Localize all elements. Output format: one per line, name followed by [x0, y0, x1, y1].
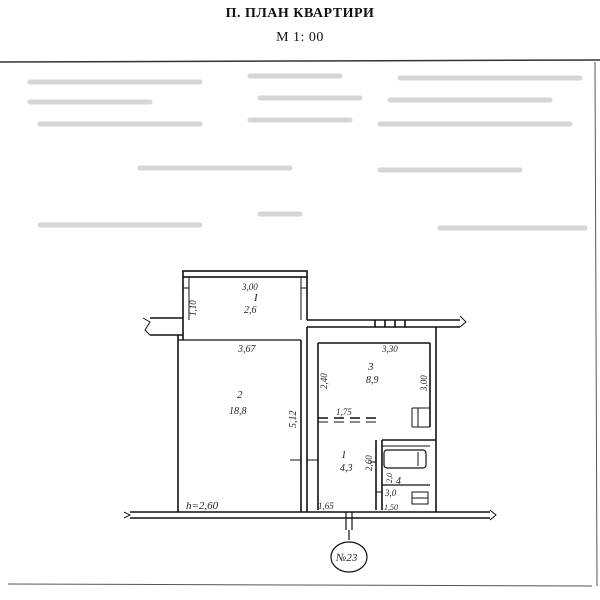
room-3-dim-b: 3,00: [419, 375, 429, 392]
room-I-number: I: [253, 292, 259, 304]
page-bottom-border: [7, 583, 593, 587]
room-2-area: 18,8: [229, 406, 247, 417]
corridor-width: 1,65: [318, 501, 334, 511]
room-4-number: 4: [396, 476, 401, 487]
room-4-dim-a: 2,0: [385, 473, 394, 483]
room-I-area: 2,6: [244, 305, 257, 316]
page-top-border: [0, 59, 600, 63]
plan-scale: М 1: 00: [276, 30, 324, 45]
page-right-border: [594, 61, 598, 587]
ceiling-height: h=2,60: [186, 500, 219, 512]
room-1-dim-a: 1,75: [336, 407, 352, 417]
room-1-area: 4,3: [340, 463, 353, 474]
room-I-width: 3,00: [241, 282, 258, 292]
balcony-railing: [182, 270, 308, 278]
room-3-number: 3: [367, 361, 374, 373]
room-4-dim-b: 1,50: [384, 503, 398, 512]
room-1-dim-b: 2,60: [364, 455, 374, 471]
room-3-width: 3,30: [381, 344, 398, 354]
plan-title: П. ПЛАН КВАРТИРИ: [225, 6, 375, 21]
room-3-dim-a: 2,40: [319, 373, 329, 389]
room-3-area: 8,9: [366, 375, 379, 386]
room-1-number: 1: [341, 449, 347, 461]
room-2-number: 2: [237, 389, 243, 401]
apartment-number: №23: [335, 552, 358, 564]
apartment-number-circle: [330, 541, 368, 573]
room-I-depth: 1,10: [188, 300, 198, 316]
faint-background-text: [27, 73, 588, 231]
room-2-dim-a: 3,67: [237, 344, 257, 355]
room-4-area: 3,0: [384, 488, 397, 498]
room-2-dim-b: 5,12: [288, 411, 299, 429]
bathtub: [383, 449, 427, 469]
